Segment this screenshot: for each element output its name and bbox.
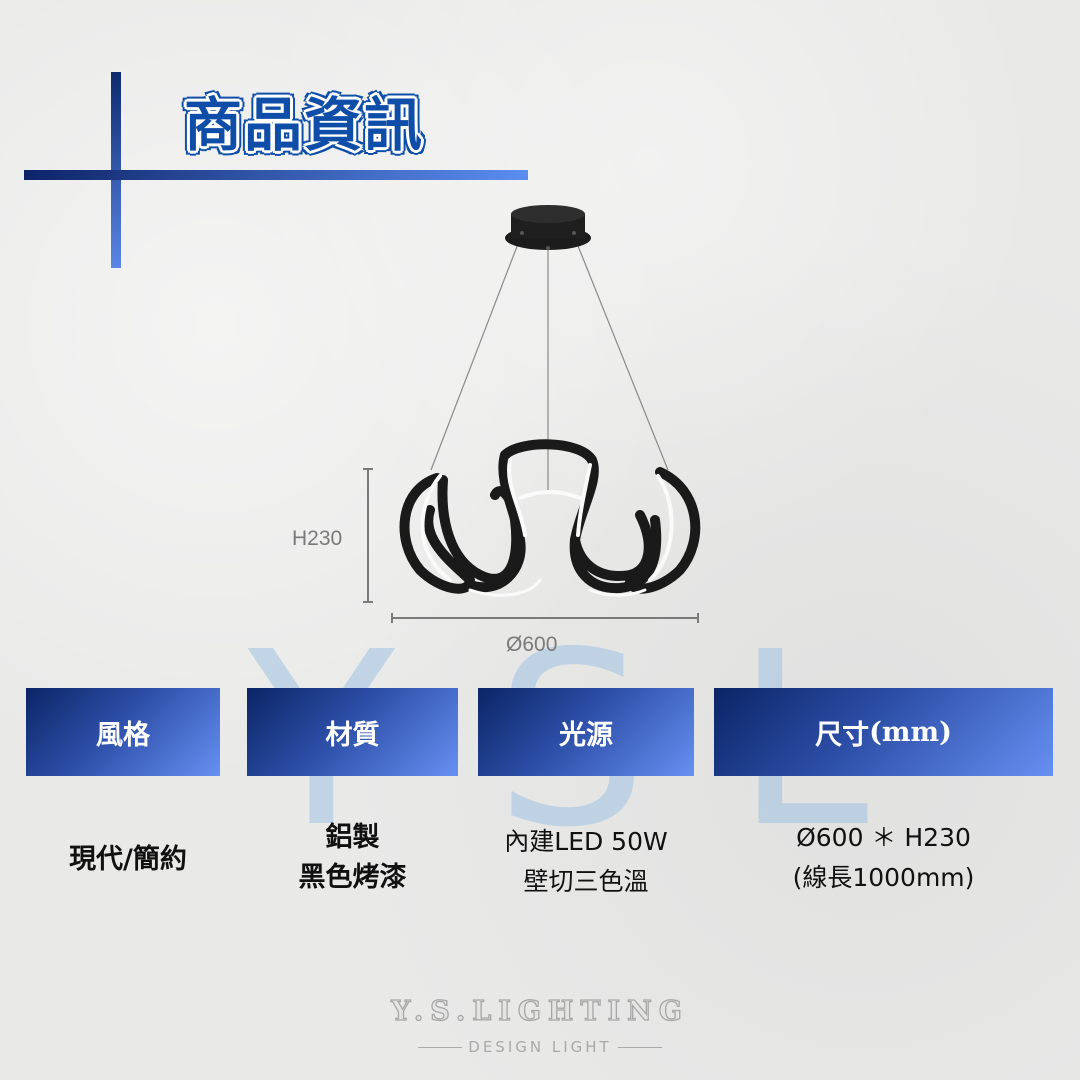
spec-header-material: 材質 [247,688,458,776]
spec-value-light-source: 內建LED 50W 壁切三色溫 [478,822,694,902]
spec-header-label: 材質 [325,719,380,751]
tagline-text: DESIGN LIGHT [468,1038,612,1056]
suspension-cables [430,235,669,490]
spec-header-label: 光源 [559,719,613,751]
spec-header-style: 風格 [26,688,220,776]
brand-logo-name: Y.S.LIGHTING [390,995,689,1027]
height-dimension-label: H230 [292,527,343,550]
spec-value-line: 內建LED 50W [504,827,668,856]
spec-header-label: 風格 [96,719,150,751]
spec-value-style: 現代/簡約 [26,840,230,880]
spec-value-material: 鋁製 黑色烤漆 [247,818,458,898]
spec-header-light-source: 光源 [478,688,694,776]
page-title: 商品資訊 [184,91,425,159]
spec-header-label: 尺寸 [815,719,870,751]
spec-value-dimensions: Ø600 ＊ H230 (線長1000mm) [714,818,1053,898]
led-ribbon [399,439,701,597]
spec-value-line: 鋁製 [325,822,380,853]
spec-header-unit: (mm) [869,716,952,748]
ceiling-canopy [505,205,591,250]
pendant-lamp-image [363,205,701,623]
brand-logo-tagline: DESIGN LIGHT [0,1038,1080,1056]
width-dimension-label: Ø600 [506,633,558,656]
spec-value-line: 黑色烤漆 [298,862,407,893]
spec-value-line: Ø600 ＊ H230 [796,823,971,852]
header-horizontal-accent-line [24,170,528,180]
tagline-rule-right [617,1047,662,1048]
spec-value-line: (線長1000mm) [792,863,975,892]
spec-value-line: 現代/簡約 [69,844,187,875]
spec-value-line: 壁切三色溫 [523,867,649,896]
dimension-lines [363,468,699,623]
tagline-rule-left [418,1047,463,1048]
spec-header-dimensions: 尺寸(mm) [714,688,1053,776]
